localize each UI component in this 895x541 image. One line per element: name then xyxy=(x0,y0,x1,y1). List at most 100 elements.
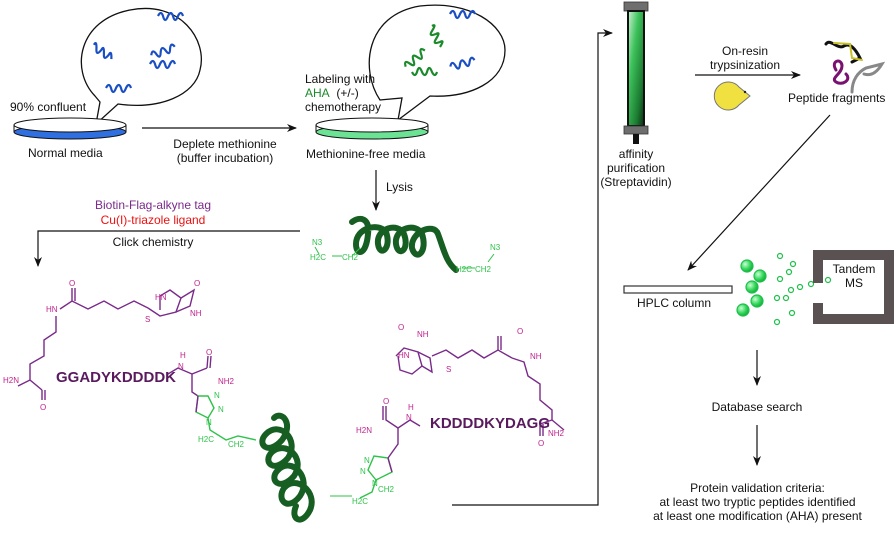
confluent-label: 90% confluent xyxy=(10,100,87,114)
ms-line2: MS xyxy=(845,276,863,290)
tandem-ms-instrument xyxy=(813,250,894,324)
azide-n3-left: N3 xyxy=(312,238,323,247)
deplete-line2: (buffer incubation) xyxy=(176,151,274,165)
labeling-annotation: Labeling with AHA (+/-) chemotherapy xyxy=(305,72,381,114)
atom-hn: HN xyxy=(46,305,58,314)
biotin-flag-tag-right xyxy=(395,336,565,436)
atom-o: O xyxy=(383,397,389,406)
triazole-linker-right xyxy=(359,406,421,499)
azide-h2c-left: H2C xyxy=(310,253,326,262)
purification-line2: purification xyxy=(606,161,666,175)
tandem-ms-label: Tandem MS xyxy=(824,262,884,290)
labeling-line1: Labeling with xyxy=(305,72,376,86)
conjugated-protein-helix xyxy=(259,412,315,523)
azide-atom-labels: N3 H2C CH2 N3 H2C CH2 xyxy=(310,238,501,274)
conjugate-atom-labels: O HN HN NH O S H2N O H N O NH2 O NH HN S… xyxy=(3,279,565,448)
azide-h2c-right: H2C xyxy=(456,265,472,274)
atom-nh2: NH2 xyxy=(218,377,235,386)
validation-criterion-1: at least two tryptic peptides identified xyxy=(659,495,856,509)
atom-nh: NH xyxy=(190,309,202,318)
atom-o: O xyxy=(398,323,404,332)
biotin-flag-tag-left xyxy=(17,288,196,400)
atom-nh: NH xyxy=(530,352,542,361)
validation-criterion-2: at least one modification (AHA) present xyxy=(653,509,862,523)
flag-peptide-left: GGADYKDDDDK xyxy=(56,369,176,386)
click-chemistry-label: Click chemistry xyxy=(112,235,194,249)
methionine-free-media-label: Methionine-free media xyxy=(306,147,426,161)
atom-h2n: H2N xyxy=(356,426,372,435)
flag-peptide-right: KDDDDKYDAGG xyxy=(430,415,550,432)
lysed-protein-helix xyxy=(349,215,459,273)
atom-o: O xyxy=(69,279,75,288)
plus-minus-label: (+/-) xyxy=(336,86,359,100)
blue-protein-icons xyxy=(92,11,185,94)
atom-n: N xyxy=(206,418,212,427)
atom-nh2: NH2 xyxy=(548,429,565,438)
deplete-line1: Deplete methionine xyxy=(173,137,277,151)
azide-side-chains xyxy=(314,246,495,269)
ms-line1: Tandem xyxy=(832,262,876,276)
trypsinization-label: On-resin trypsinization xyxy=(695,44,795,72)
hplc-column-icon xyxy=(623,285,733,294)
ionized-peptide-droplets xyxy=(736,252,832,326)
atom-o: O xyxy=(194,279,200,288)
cu-triazole-ligand-label: Cu(I)-triazole ligand xyxy=(100,213,206,227)
database-search-label: Database search xyxy=(711,400,803,414)
azide-ch2-left: CH2 xyxy=(342,253,359,262)
azide-n3-right: N3 xyxy=(490,243,501,252)
deplete-methionine-label: Deplete methionine (buffer incubation) xyxy=(155,137,295,165)
atom-n: N xyxy=(372,479,378,488)
atom-n: N xyxy=(218,405,224,414)
atom-hn: HN xyxy=(398,351,410,360)
biotin-flag-alkyne-label: Biotin-Flag-alkyne tag xyxy=(94,198,212,212)
affinity-purification-label: affinity purification (Streptavidin) xyxy=(598,147,674,189)
click-chemistry-arrow xyxy=(34,230,300,267)
affinity-column xyxy=(623,1,649,144)
validation-title: Protein validation criteria: xyxy=(690,481,825,495)
validation-criteria: Protein validation criteria: at least tw… xyxy=(640,481,875,523)
labeling-line2: AHA (+/-) xyxy=(305,86,381,100)
atom-h2c: H2C xyxy=(352,497,368,506)
purification-line3: (Streptavidin) xyxy=(600,175,672,189)
trypsin-line1: On-resin xyxy=(721,44,768,58)
atom-o: O xyxy=(517,327,523,336)
atom-o: O xyxy=(538,439,544,448)
thought-bubble-labeled xyxy=(368,4,506,122)
lysis-label: Lysis xyxy=(386,180,413,194)
to-purification-arrow xyxy=(452,29,613,506)
azide-ch2-right: CH2 xyxy=(475,265,492,274)
atom-o: O xyxy=(206,348,212,357)
atom-hn: HN xyxy=(155,293,167,302)
atom-o: O xyxy=(40,403,46,412)
atom-n: N xyxy=(360,467,366,476)
trypsin-pacman-icon xyxy=(713,81,751,111)
atom-n: N xyxy=(214,391,220,400)
normal-media-label: Normal media xyxy=(28,146,103,160)
atom-h2c: H2C xyxy=(198,435,214,444)
atom-h2n: H2N xyxy=(3,376,19,385)
to-hplc-arrow xyxy=(687,114,831,271)
peptide-fragments-label: Peptide fragments xyxy=(788,91,886,105)
atom-h: H xyxy=(180,351,186,360)
atom-n: N xyxy=(364,456,370,465)
atom-ch2: CH2 xyxy=(228,440,245,449)
aha-label: AHA xyxy=(305,86,330,100)
atom-s: S xyxy=(446,365,451,374)
atom-ch2: CH2 xyxy=(378,485,395,494)
peptide-fragments-icon xyxy=(824,40,886,94)
atom-n: N xyxy=(178,362,184,371)
purification-line1: affinity xyxy=(618,147,654,161)
atom-nh: NH xyxy=(417,330,429,339)
petri-dish-normal xyxy=(13,117,127,140)
atom-h: H xyxy=(408,403,414,412)
labeling-line3: chemotherapy xyxy=(305,100,382,114)
trypsin-line2: trypsinization xyxy=(709,58,781,72)
atom-s: S xyxy=(145,315,150,324)
atom-n: N xyxy=(406,413,412,422)
triazole-atom-labels: N N N H2C CH2 N N N CH2 H2C xyxy=(198,391,395,506)
triazole-linker-left xyxy=(167,355,257,441)
petri-dish-methionine-free xyxy=(315,117,429,140)
hplc-column-label: HPLC column xyxy=(637,296,712,310)
